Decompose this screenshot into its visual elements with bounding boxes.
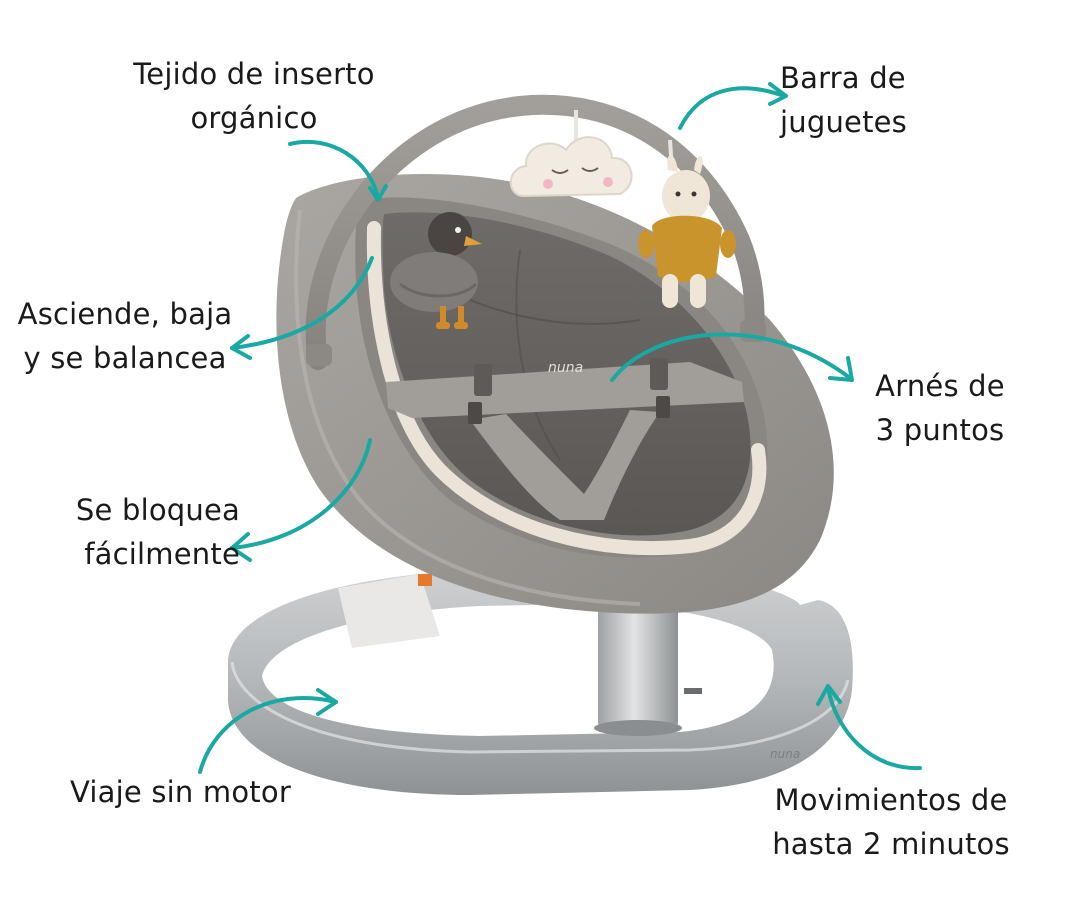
label-line: 3 puntos	[875, 413, 1005, 447]
curved-arrow-icon	[368, 184, 388, 202]
label-harness: Arnés de 3 puntos	[852, 364, 1028, 452]
curved-arrow-icon	[826, 686, 922, 771]
label-motion: Asciende, baja y se balancea	[4, 292, 246, 380]
label-line: Asciende, baja	[17, 297, 233, 331]
label-organic-fabric: Tejido de inserto orgánico	[118, 52, 390, 140]
curved-arrow-icon	[828, 356, 854, 382]
label-toy-bar: Barra de juguetes	[780, 56, 956, 144]
warning-plate	[338, 574, 440, 648]
curved-arrow-icon	[230, 438, 372, 550]
label-motorless: Viaje sin motor	[70, 770, 310, 814]
three-point-harness	[386, 358, 744, 520]
label-line: Arnés de	[875, 369, 1005, 403]
label-line: Tejido de inserto	[133, 57, 375, 91]
label-line: Barra de	[780, 61, 906, 95]
bird-toy-icon	[390, 212, 482, 329]
bunny-toy-icon	[638, 155, 736, 308]
label-line: hasta 2 minutos	[772, 827, 1010, 861]
curved-arrow-icon	[768, 82, 788, 106]
curved-arrow-icon	[678, 86, 786, 130]
label-line: orgánico	[190, 101, 318, 135]
label-line: Se bloquea	[75, 493, 240, 527]
curved-arrow-icon	[816, 684, 842, 706]
label-line: Movimientos de	[774, 783, 1008, 817]
curved-arrow-icon	[610, 332, 852, 382]
support-pole	[594, 600, 702, 736]
curved-arrow-icon	[230, 532, 252, 562]
curved-arrow-icon	[198, 696, 338, 774]
label-line: Viaje sin motor	[70, 775, 291, 809]
label-movements: Movimientos de hasta 2 minutos	[748, 778, 1034, 866]
cloud-toy-icon	[509, 136, 633, 198]
curved-arrow-icon	[288, 139, 380, 200]
label-line: y se balancea	[23, 341, 227, 375]
label-line: juguetes	[780, 105, 907, 139]
label-easy-lock: Se bloquea fácilmente	[40, 488, 240, 576]
base-brand-mark: nuna	[770, 747, 800, 761]
label-line: fácilmente	[84, 537, 240, 571]
curved-arrow-icon	[230, 256, 374, 350]
curved-arrow-icon	[316, 688, 338, 716]
seat-brand-mark: nuna	[548, 360, 583, 376]
curved-arrow-icon	[230, 334, 252, 360]
